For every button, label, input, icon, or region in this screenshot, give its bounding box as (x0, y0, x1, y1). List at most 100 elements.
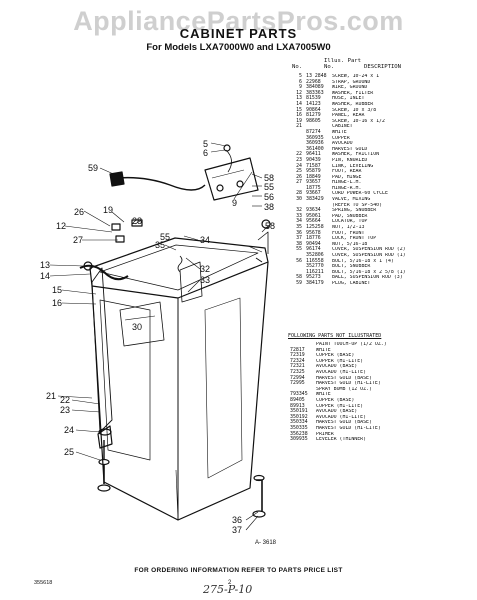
callout-59: 59 (88, 163, 98, 173)
part-description: COVER, SUSPENSION ROD (1) (332, 253, 406, 258)
header-illus-label: Illus. Part (324, 58, 362, 64)
touch-up-row: SPRAY BOMB (12 OZ.) (290, 387, 477, 393)
callout-23: 23 (60, 405, 70, 415)
touch-up-row: 72319 COPPER (BASE) (290, 353, 477, 359)
callout-56: 56 (264, 192, 274, 202)
part-description: FOOT, REAR (332, 169, 362, 175)
page-number: 2 (228, 580, 232, 586)
part-description: SCREW, 10 x 3/8 (332, 107, 377, 113)
part-description: AVOCADO (BASE) (316, 409, 358, 415)
part-no: 125258 (306, 224, 324, 231)
part-no: 81279 (306, 112, 321, 119)
part-no: 72319 (290, 352, 305, 359)
part-description: HARVEST GOLD (BASE) (316, 420, 372, 426)
header-description-label: DESCRIPTION (364, 64, 402, 71)
illus-no: 13 (296, 95, 302, 102)
part-description: COPPER (BASE) (316, 353, 355, 359)
part-description: NUT, 1/2-13 (332, 225, 365, 231)
callout-19: 19 (103, 205, 113, 215)
part-description: SPRING, SNUBBER (332, 208, 377, 214)
part-no: 72817 (290, 346, 305, 353)
touch-up-row: PAINT TOUCH-UP (1/2 OZ.) (290, 342, 477, 348)
illus-no: 15 (296, 106, 302, 113)
part-description: BOLT, 5/16-18 x 2 5/8 (1) (332, 269, 406, 275)
parts-list-header: Illus. Part No. No. DESCRIPTION (290, 58, 477, 71)
illus-no: 5 (299, 73, 302, 79)
callout-14: 14 (40, 271, 50, 281)
callout-12: 12 (56, 221, 66, 231)
part-description: BOLT, 5/16-18 x 1 (4) (332, 258, 394, 264)
illus-no: 24 (296, 162, 302, 169)
callout-28: 28 (132, 216, 142, 226)
callout-36: 36 (232, 515, 242, 525)
part-no: 87274 (306, 128, 321, 135)
part-description: AVOCADO (HI-LITE) (316, 369, 367, 375)
part-description: HARVEST GOLD (HI-LITE) (316, 425, 381, 431)
part-no: 350334 (290, 419, 308, 426)
illus-no: 32 (296, 207, 302, 214)
part-no: 71587 (306, 162, 321, 169)
document-code: 355618 (34, 580, 53, 586)
callout-55-b: 55 (160, 232, 170, 242)
part-description: WHITE (332, 129, 347, 135)
part-no: 72321 (290, 363, 305, 370)
part-description: AVOCADO (332, 141, 353, 147)
part-no: 356238 (290, 430, 308, 437)
part-no: 93657 (306, 179, 321, 186)
callout-21: 21 (46, 391, 56, 401)
part-no: 384089 (306, 84, 324, 91)
part-description: WASHER, FILTER (332, 90, 374, 96)
part-description: HARVEST GOLD (HI-LITE) (316, 381, 381, 387)
part-no: 98605 (306, 117, 321, 124)
illus-no: 55 (296, 246, 302, 253)
part-no: 352806 (306, 252, 324, 258)
part-no: 383429 (306, 196, 324, 203)
part-description: CORD POWER-60 CYCLE (332, 191, 388, 197)
illus-no: 14 (296, 100, 302, 107)
illus-no: 23 (296, 156, 302, 163)
part-no: 383363 (306, 89, 324, 96)
parts-row: 352806 COVER, SUSPENSION ROD (1) (290, 252, 477, 259)
part-no: 72995 (290, 380, 305, 387)
part-no: 89913 (290, 402, 305, 409)
part-description: COPPER (BASE) (316, 397, 355, 403)
illus-no: 12 (296, 89, 302, 96)
part-no: 93667 (306, 190, 321, 197)
part-no: 793345 (290, 391, 308, 398)
part-description: NUT, 5/16-18 (332, 241, 368, 247)
illus-no: 35 (296, 224, 302, 231)
part-no: 90864 (306, 106, 321, 113)
part-description: CABINET (332, 124, 353, 130)
touch-up-row: 793345 WHITE (290, 392, 477, 398)
illus-no: 33 (296, 212, 302, 219)
part-no: 18776 (306, 235, 321, 242)
parts-row: 12 383363 WASHER, FILTER (290, 89, 477, 97)
part-description: WHITE (316, 392, 331, 398)
part-description: HINGE-R.H. (332, 185, 362, 191)
following-parts-label: FOLLOWING PARTS NOT ILLUSTRATED (288, 333, 382, 339)
part-description: STRAP, GROUND (332, 79, 371, 85)
illus-no: 59 (296, 279, 302, 286)
part-description: PLUG, CABINET (332, 280, 371, 286)
cabinet-body (91, 261, 269, 521)
part-no: 72324 (290, 357, 305, 364)
